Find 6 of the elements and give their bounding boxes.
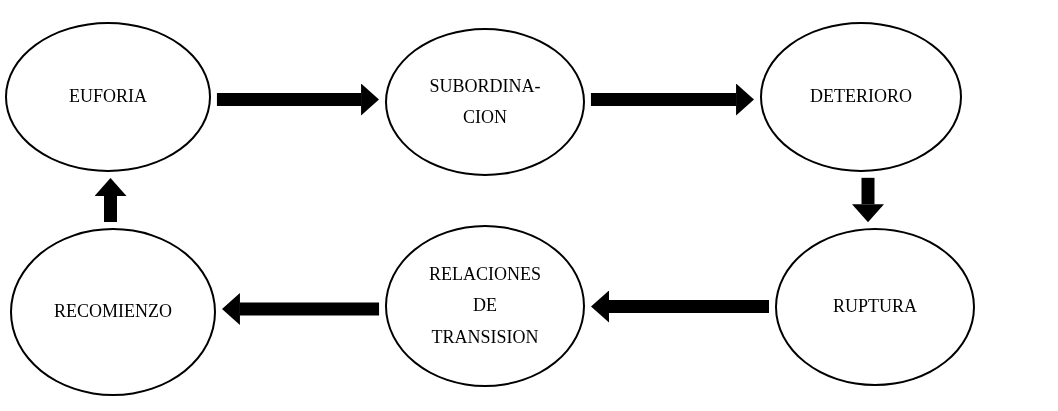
node-label: EUFORIA [68,85,148,109]
node-label: RECOMIENZO [53,300,173,324]
node-label: RUPTURA [832,295,918,319]
node-label: DETERIORO [809,85,913,109]
node-label: SUBORDINA-CION [429,74,541,129]
node-label: RELACIONES DE TRANSISION [428,262,542,349]
